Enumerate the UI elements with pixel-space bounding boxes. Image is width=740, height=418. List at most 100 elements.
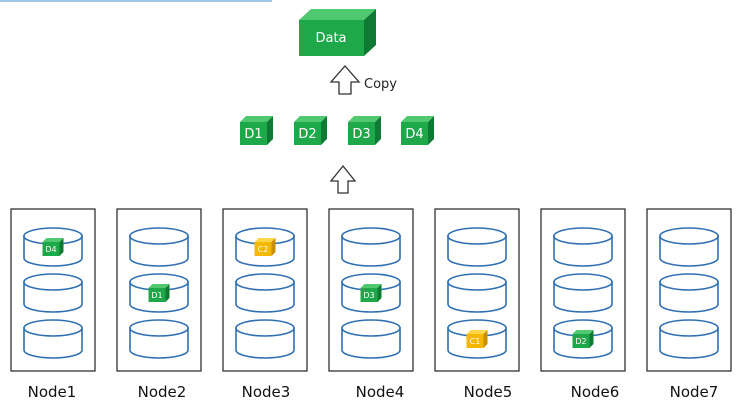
node-6-disk-1-top: [553, 227, 613, 245]
node-2-disk-3: [129, 319, 189, 359]
node-3-disk-3-top: [235, 319, 295, 337]
node-7-disk-3-top: [659, 319, 719, 337]
node-1-disk-3: [23, 319, 83, 359]
node-6-disk-1: [553, 227, 613, 267]
node-4-chunk-d3: D3: [360, 284, 382, 302]
node-1-label: Node1: [28, 383, 77, 401]
node-1-chunk-d4-front: [42, 242, 60, 256]
node-1-chunk-d4-top: [42, 238, 64, 242]
node-5-disk-1-top: [447, 227, 507, 245]
chunk-cube-d4-top: [401, 116, 434, 122]
node-2-disk-3-top: [129, 319, 189, 337]
node-2-chunk-d1-side: [165, 284, 170, 302]
chunk-cube-d1-front: [240, 122, 267, 145]
copy-label: Copy: [364, 77, 397, 92]
chunk-row: D1 D2 D3 D4: [240, 116, 434, 145]
node-5-disk-1: [447, 227, 507, 267]
chunk-cube-d1-label: D1: [244, 127, 262, 142]
node-4-chunk-d3-side: [377, 284, 382, 302]
node-2-chunk-d1-front: [148, 288, 166, 302]
node-3-chunk-c2: C2: [254, 238, 276, 256]
node-4-chunk-d3-top: [360, 284, 382, 288]
node-4-chunk-d3-label: D3: [363, 291, 374, 300]
node-3-disk-2: [235, 273, 295, 313]
node-6-chunk-d2-front: [572, 334, 590, 348]
gather-arrow-icon: [329, 164, 357, 194]
node-4-label: Node4: [356, 383, 405, 401]
chunk-cube-d1-top: [240, 116, 273, 122]
node-2-chunk-d1: D1: [148, 284, 170, 302]
node-6-chunk-d2-side: [589, 330, 594, 348]
node-5-chunk-c1-label: C1: [470, 337, 481, 346]
data-cube-side: [364, 9, 376, 56]
chunk-cube-d1: D1: [240, 116, 273, 145]
node-3-label: Node3: [242, 383, 291, 401]
chunk-cube-d2: D2: [294, 116, 327, 145]
chunk-cube-d2-label: D2: [298, 127, 316, 142]
node-4-disk-2: [341, 273, 401, 313]
node-3-disk-2-top: [235, 273, 295, 291]
node-4-chunk-d3-front: [360, 288, 378, 302]
node-2-label: Node2: [138, 383, 187, 401]
copy-arrow-icon: [329, 65, 361, 95]
node-5-disk-2: [447, 273, 507, 313]
node-7-disk-2-top: [659, 273, 719, 291]
chunk-cube-d3-side: [375, 116, 381, 145]
node-1-chunk-d4-side: [59, 238, 64, 256]
node-7: Node7: [646, 208, 732, 401]
node-3-chunk-c2-label: C2: [258, 245, 269, 254]
chunk-cube-d4-front: [401, 122, 428, 145]
node-5-label: Node5: [464, 383, 513, 401]
node-1-disk-2-top: [23, 273, 83, 291]
node-3-disk-3: [235, 319, 295, 359]
chunk-cube-d2-front: [294, 122, 321, 145]
node-7-disk-1-top: [659, 227, 719, 245]
data-cube-label: Data: [315, 31, 346, 46]
node-6-disk-2: [553, 273, 613, 313]
node-4-disk-3: [341, 319, 401, 359]
data-cube-front: [299, 20, 364, 56]
node-3-chunk-c2-side: [271, 238, 276, 256]
node-row: D4Node1D1Node2C2Node3D3Node4C1Node5D2Nod…: [10, 208, 732, 401]
node-5-chunk-c1-front: [466, 334, 484, 348]
chunk-cube-d3-top: [348, 116, 381, 122]
node-2-chunk-d1-label: D1: [151, 291, 162, 300]
node-7-label: Node7: [670, 383, 719, 401]
node-2-disk-1: [129, 227, 189, 267]
node-6-disk-2-top: [553, 273, 613, 291]
node-6-label: Node6: [571, 383, 620, 401]
chunk-cube-d2-side: [321, 116, 327, 145]
node-4-disk-3-top: [341, 319, 401, 337]
node-5-chunk-c1: C1: [466, 330, 488, 348]
node-2-chunk-d1-top: [148, 284, 170, 288]
node-7-disk-2: [659, 273, 719, 313]
chunk-cube-d3: D3: [348, 116, 381, 145]
node-1-disk-2: [23, 273, 83, 313]
node-7-disk-1: [659, 227, 719, 267]
node-4-disk-1: [341, 227, 401, 267]
node-6-chunk-d2-label: D2: [575, 337, 586, 346]
chunk-cube-d1-side: [267, 116, 273, 145]
node-2-disk-1-top: [129, 227, 189, 245]
node-3-chunk-c2-top: [254, 238, 276, 242]
node-3-chunk-c2-front: [254, 242, 272, 256]
node-1-chunk-d4-label: D4: [45, 245, 56, 254]
chunk-cube-d4-label: D4: [405, 127, 423, 142]
node-1-chunk-d4: D4: [42, 238, 64, 256]
node-6-chunk-d2-top: [572, 330, 594, 334]
node-5-chunk-c1-top: [466, 330, 488, 334]
data-cube: Data: [299, 9, 376, 56]
chunk-cube-d4-side: [428, 116, 434, 145]
node-7-disk-3: [659, 319, 719, 359]
node-1-disk-3-top: [23, 319, 83, 337]
node-6-chunk-d2: D2: [572, 330, 594, 348]
node-4-disk-1-top: [341, 227, 401, 245]
node-5-chunk-c1-side: [483, 330, 488, 348]
